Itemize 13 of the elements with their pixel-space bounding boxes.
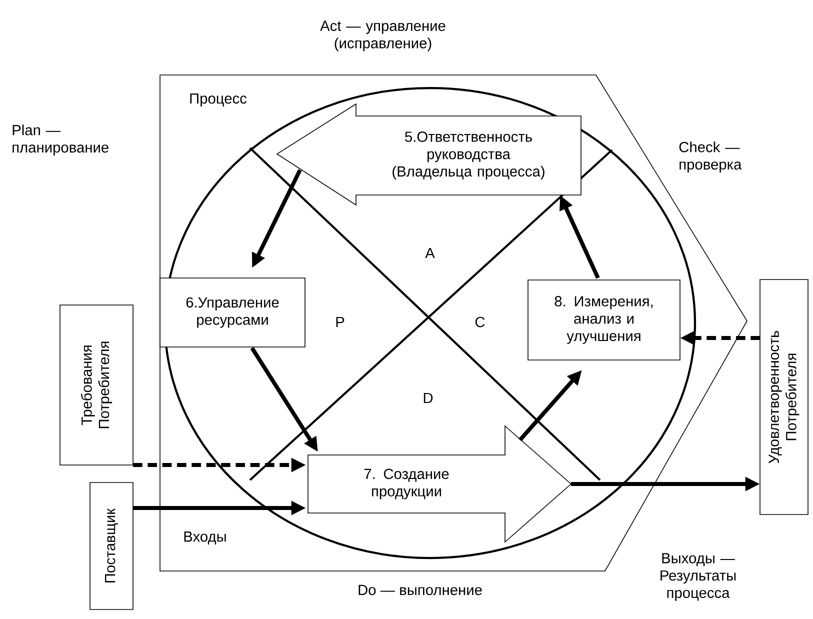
process-box: 6.Управление ресурсами <box>160 278 306 348</box>
phase-label: Check — проверка <box>679 142 742 172</box>
quadrant-letter: A <box>425 248 435 258</box>
process-box: 8. Измерения, анализ и улучшения <box>528 280 680 360</box>
quadrant-letter: C <box>475 316 485 328</box>
phase-label: Do — выполнение <box>358 584 482 596</box>
rotated-text-box: Удовлетворенность Потребителя <box>760 279 808 515</box>
phase-label: Plan — планирование <box>12 124 108 156</box>
quadrant-letter: D <box>424 392 433 404</box>
rotated-text-box: Поставщик <box>90 482 134 610</box>
rotated-text-box: Требования Потребителя <box>60 304 134 466</box>
quadrant-letter: P <box>336 316 344 328</box>
phase-label: Act — управление (исправление) <box>320 20 446 52</box>
